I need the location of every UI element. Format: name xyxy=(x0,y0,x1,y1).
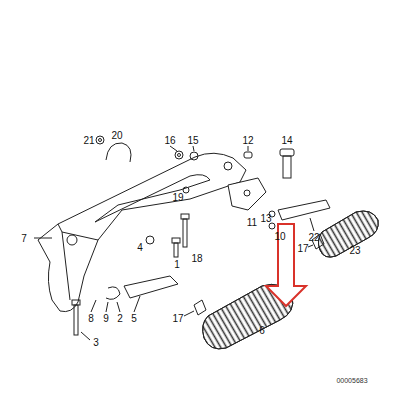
leader-line xyxy=(117,302,120,312)
callout-number: 10 xyxy=(274,231,285,242)
leader-line xyxy=(248,146,249,151)
leader-line xyxy=(81,332,90,340)
washer xyxy=(183,187,189,193)
callout-number: 20 xyxy=(111,130,122,141)
leader-line xyxy=(310,218,314,231)
washer xyxy=(175,151,183,159)
callout-number: 6 xyxy=(259,325,265,336)
screw-shank xyxy=(183,219,187,247)
bracket-edge xyxy=(58,224,98,300)
bracket-hole xyxy=(224,162,232,170)
nut xyxy=(99,139,102,142)
bracket-slot xyxy=(95,175,210,222)
highlight-arrow xyxy=(266,224,306,306)
callout-number: 17 xyxy=(297,243,308,254)
screw-head xyxy=(181,214,189,219)
bolt-shank xyxy=(74,305,78,335)
bracket-hole xyxy=(244,190,250,196)
bolt-head xyxy=(280,149,294,156)
callout-number: 16 xyxy=(164,135,175,146)
callout-number: 18 xyxy=(191,253,202,264)
leader-line xyxy=(170,146,177,151)
bolt-head xyxy=(172,238,180,243)
callout-number: 1 xyxy=(174,259,180,270)
nut xyxy=(96,136,104,144)
callout-number: 13 xyxy=(260,213,271,224)
washer xyxy=(146,236,154,244)
bracket-hole xyxy=(67,235,77,245)
footpeg xyxy=(318,211,378,257)
callout-number: 23 xyxy=(349,245,360,256)
callout-number: 11 xyxy=(247,217,257,228)
spring xyxy=(106,287,120,299)
callout-number: 12 xyxy=(242,135,253,146)
footrest-bracket xyxy=(38,153,246,311)
leader-line xyxy=(106,302,108,312)
drawing-number: 00005683 xyxy=(336,375,367,386)
callout-number: 19 xyxy=(172,192,183,203)
bolt-shank xyxy=(174,243,178,257)
pin xyxy=(244,152,252,158)
callout-number: 5 xyxy=(131,313,137,324)
leader-line xyxy=(184,311,194,316)
leader-line xyxy=(91,300,96,312)
washer xyxy=(178,154,181,157)
callout-number: 8 xyxy=(88,313,94,324)
callout-number: 22 xyxy=(308,232,319,243)
nut xyxy=(269,223,275,229)
callout-number: 4 xyxy=(137,242,143,253)
plate xyxy=(278,200,330,220)
callout-number: 3 xyxy=(93,337,99,348)
bolt-head xyxy=(72,300,80,305)
pin xyxy=(34,238,52,239)
nut xyxy=(190,152,198,160)
footpeg xyxy=(318,211,378,257)
callout-number: 9 xyxy=(103,313,109,324)
callout-number: 2 xyxy=(117,313,123,324)
plate xyxy=(124,276,178,298)
callout-number: 15 xyxy=(187,135,198,146)
leader-line xyxy=(193,146,194,151)
leader-line xyxy=(308,245,313,247)
callout-number: 14 xyxy=(281,135,292,146)
callout-number: 21 xyxy=(83,135,94,146)
leader-line xyxy=(134,296,140,312)
bolt-shank xyxy=(283,156,291,178)
pivot-bracket xyxy=(228,178,266,210)
spring-clip xyxy=(106,143,131,162)
callout-number: 17 xyxy=(172,313,183,324)
callout-number: 7 xyxy=(21,233,27,244)
end-cap xyxy=(194,300,206,315)
